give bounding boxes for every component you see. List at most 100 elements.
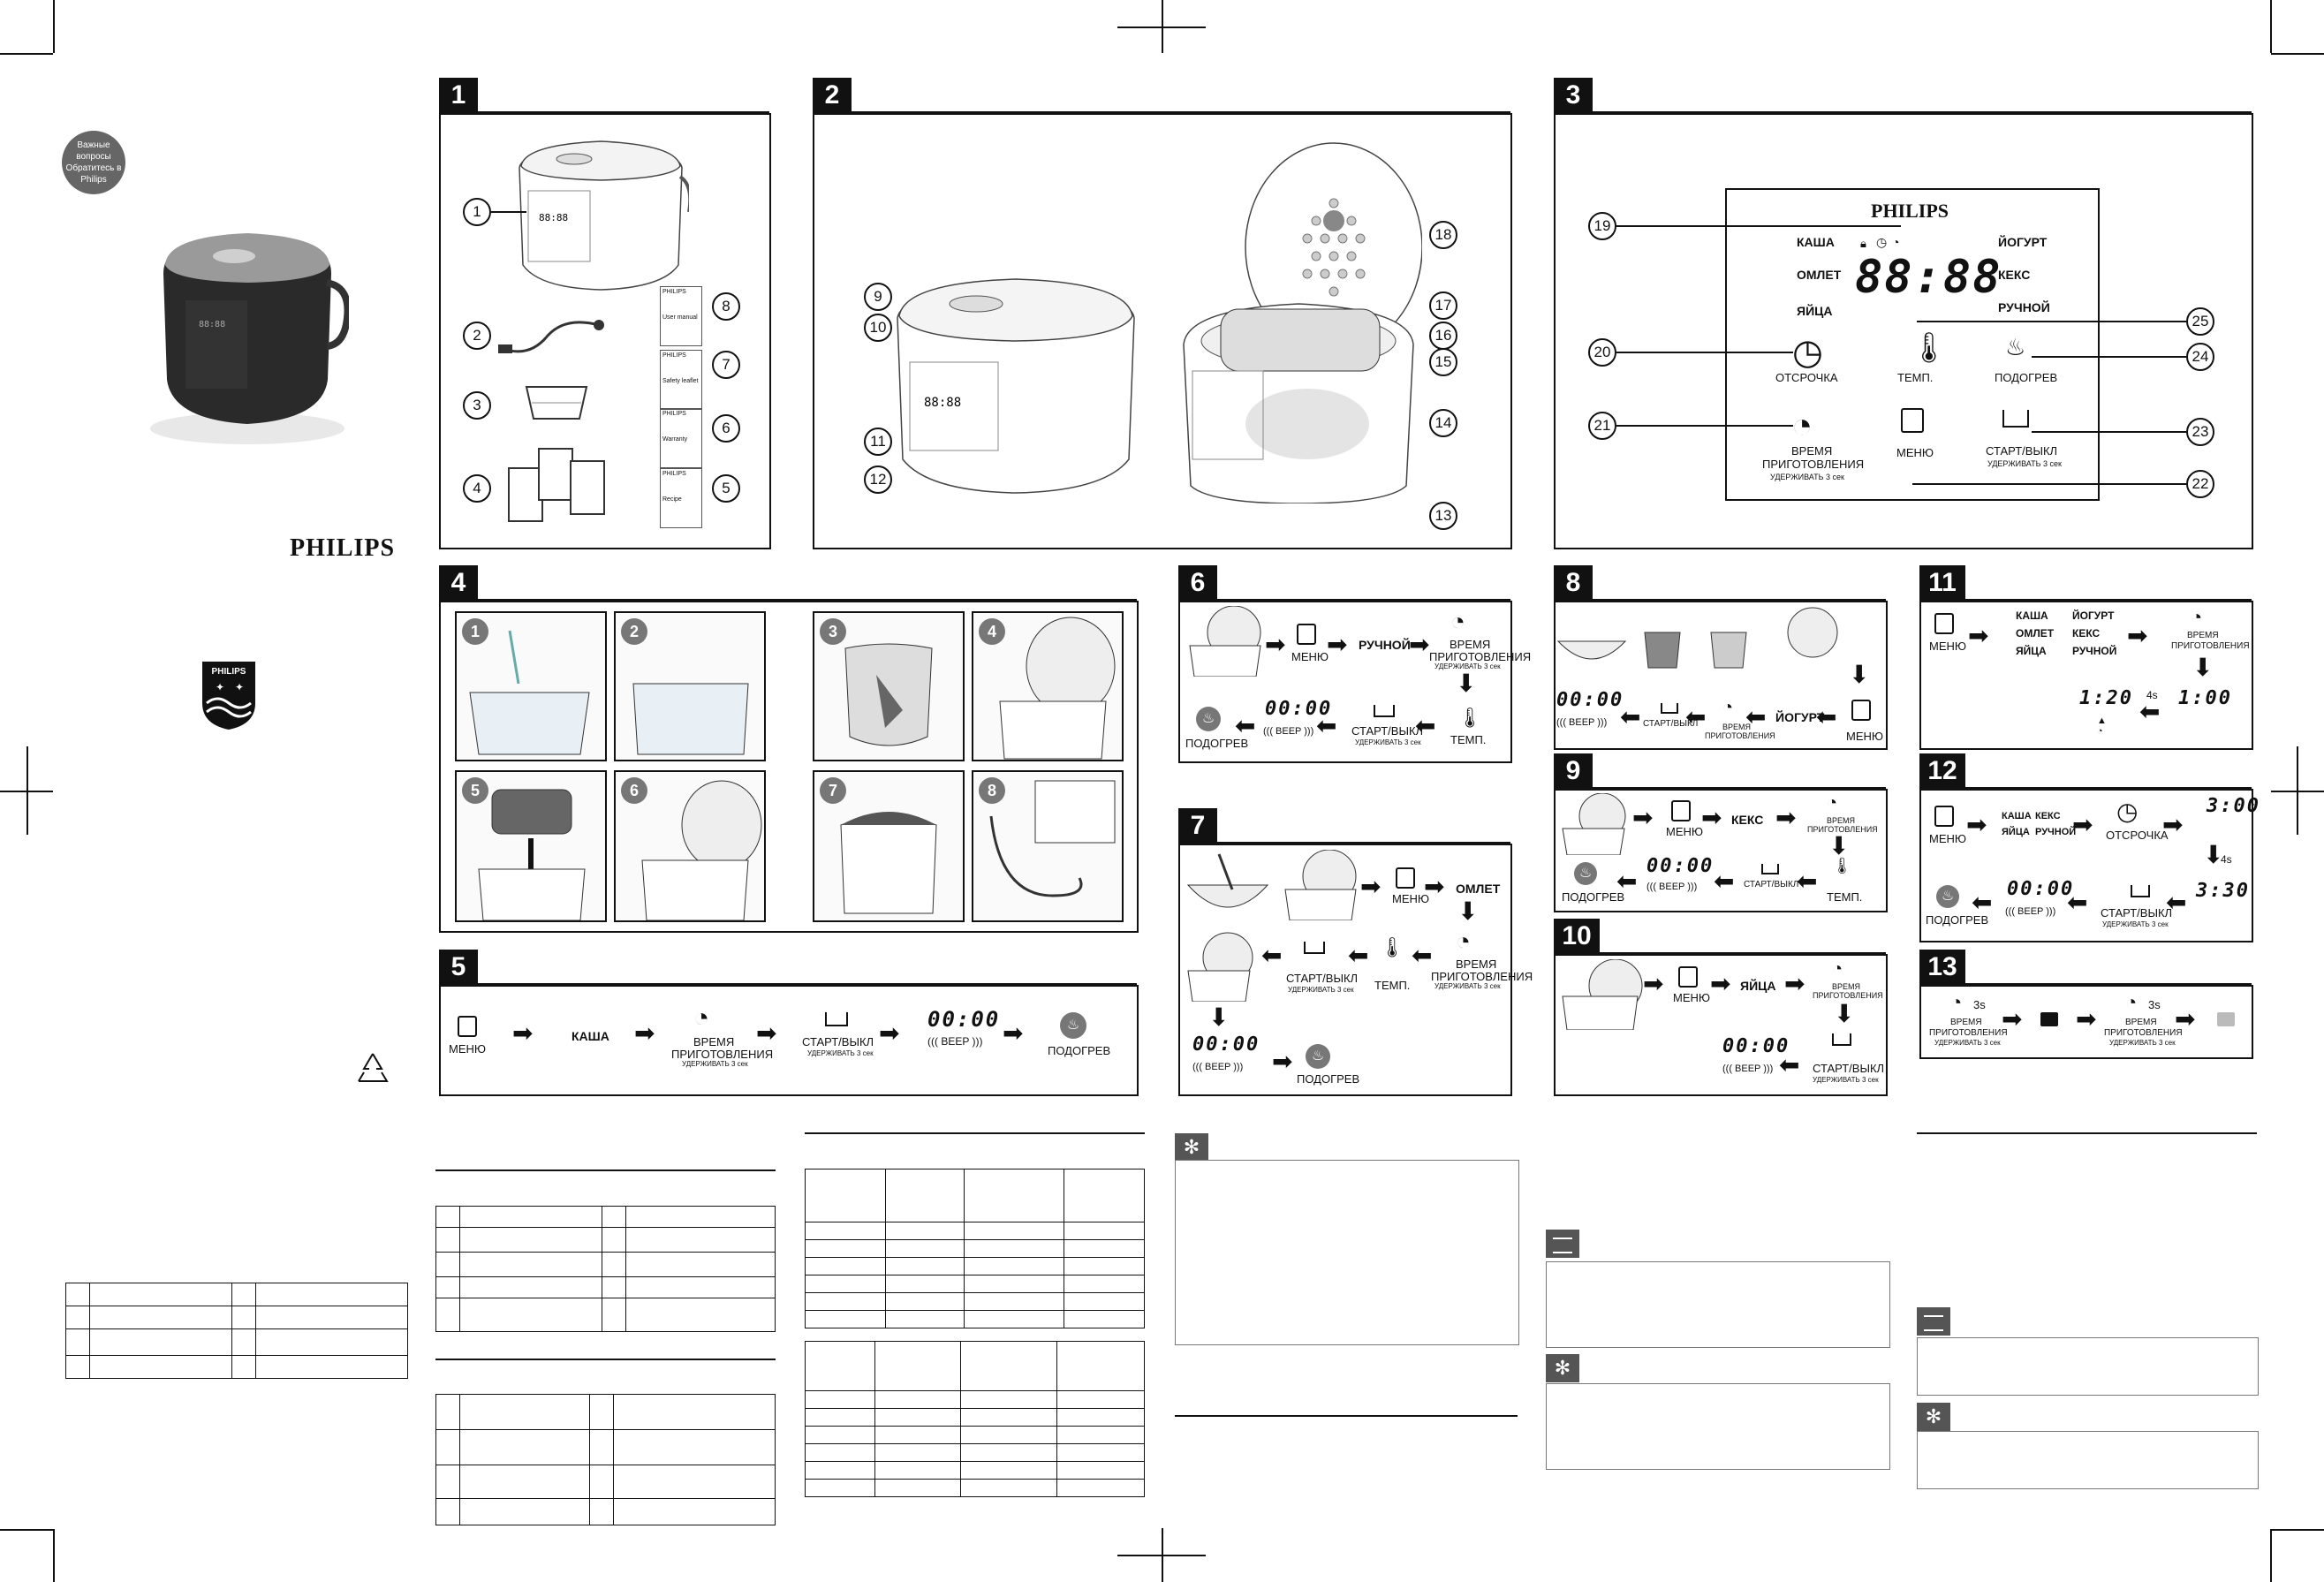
- timer-small-icon: ▲◔: [2097, 715, 2107, 737]
- callout-6: 6: [712, 414, 740, 443]
- control-panel-diagram: [1725, 188, 2100, 501]
- svg-text:88:88: 88:88: [539, 212, 568, 223]
- step-number: 2: [621, 618, 647, 645]
- cook-time-label-1[interactable]: ВРЕМЯ: [1791, 444, 1833, 458]
- callout-13: 13: [1429, 502, 1457, 530]
- note-tag: [1917, 1307, 1950, 1336]
- section-13-panel: [1919, 985, 2253, 1059]
- cook-time-label-1: ВРЕМЯ: [1827, 816, 1856, 825]
- fill-water-illustration: [641, 780, 762, 920]
- beep-text: BEEP: [1276, 726, 1302, 737]
- callout-11: 11: [864, 428, 892, 456]
- step-cell-1: 1: [455, 611, 607, 761]
- note-box: [1546, 1261, 1890, 1348]
- warm-button-label[interactable]: ПОДОГРЕВ: [1995, 371, 2058, 384]
- temp-button-label[interactable]: ТЕМП.: [1897, 371, 1934, 384]
- arrow-right-icon: ➡: [1968, 622, 1989, 649]
- cook-time-label-2: ПРИГОТОВЛЕНИЯ: [1807, 825, 1878, 834]
- cooker-open-thumb: [1284, 850, 1357, 920]
- beep-indicator: ((( BEEP ))): [2005, 906, 2056, 917]
- cook-time-label-1: ВРЕМЯ: [2187, 631, 2219, 640]
- arrow-right-icon: ➡: [1409, 631, 1430, 658]
- cook-time-label-2: ПРИГОТОВЛЕНИЯ: [2104, 1028, 2183, 1038]
- warm-icon: ♨︎: [1306, 1044, 1330, 1069]
- arrow-left-icon: ⬅: [2139, 698, 2161, 725]
- power-cord-illustration: [498, 320, 604, 353]
- step-number: 3: [820, 618, 846, 645]
- section-13-number: 13: [1919, 950, 1965, 985]
- arrow-left-icon: ⬅: [2166, 889, 2187, 916]
- section-1-number: 1: [439, 78, 478, 113]
- arrow-left-icon: ⬅: [1714, 867, 1735, 895]
- finish-time-display: 00:00: [1722, 1035, 1790, 1057]
- unlock-icon: [2217, 1012, 2235, 1026]
- beep-indicator: ((( BEEP ))): [1263, 726, 1314, 737]
- callout-20: 20: [1588, 338, 1616, 367]
- start-pot-icon: [2002, 410, 2029, 428]
- arrow-right-icon: ➡: [1272, 1048, 1293, 1075]
- beep-text: BEEP: [941, 1035, 970, 1048]
- arrow-down-icon: ⬇: [1457, 897, 1479, 925]
- leader-line: [491, 211, 526, 213]
- callout-1: 1: [463, 198, 491, 226]
- step-menu-label: МЕНЮ: [1392, 892, 1430, 905]
- section-12-panel: [1919, 789, 2253, 942]
- start-pot-icon: [2131, 885, 2150, 897]
- step-mode-label: КАША: [572, 1029, 609, 1043]
- start-hold-hint: УДЕРЖИВАТЬ 3 сек: [2102, 920, 2169, 928]
- callout-5: 5: [712, 474, 740, 503]
- hold-hint: УДЕРЖИВАТЬ 3 сек: [682, 1060, 748, 1068]
- arrow-right-icon: ➡: [1632, 804, 1654, 831]
- step-number: 7: [820, 777, 846, 804]
- timer-icon: ◔: [1892, 235, 1900, 249]
- crop-mark: [2271, 53, 2324, 55]
- callout-15: 15: [1429, 348, 1457, 376]
- cook-time-label-1: ВРЕМЯ: [1456, 958, 1497, 971]
- arrow-right-icon: ➡: [1424, 873, 1445, 900]
- crop-mark: [2270, 1529, 2272, 1582]
- cook-time-label-2[interactable]: ПРИГОТОВЛЕНИЯ: [1762, 458, 1865, 471]
- section-6-number: 6: [1178, 565, 1217, 601]
- control-panel-logo: PHILIPS: [1871, 200, 1949, 222]
- section-10-rule: [1554, 952, 1886, 954]
- start-button-label[interactable]: СТАРТ/ВЫКЛ: [1986, 444, 2058, 458]
- section-2-rule: [813, 111, 1510, 113]
- leader-line: [1912, 483, 2186, 485]
- step-mode-label: ОМЛЕТ: [1456, 882, 1501, 896]
- callout-23: 23: [2186, 418, 2214, 446]
- cook-time-icon: ◔: [1827, 793, 1838, 813]
- start-label: СТАРТ/ВЫКЛ: [1286, 972, 1359, 985]
- step-mode-label: КЕКС: [1731, 813, 1764, 827]
- section-7-rule: [1178, 842, 1510, 844]
- arrow-left-icon: ⬅: [1261, 942, 1283, 969]
- arrow-right-icon: ➡: [756, 1019, 777, 1047]
- delay-button-label[interactable]: ОТСРОЧКА: [1775, 371, 1838, 384]
- callout-21: 21: [1588, 412, 1616, 440]
- arrow-right-icon: ➡: [1784, 970, 1805, 997]
- whisk-bowl-thumb: [1186, 853, 1269, 908]
- finish-time-display: 00:00: [927, 1007, 1001, 1032]
- crop-mark: [53, 1529, 55, 1582]
- crop-mark: [1117, 1555, 1206, 1556]
- booklet-brand: PHILIPS: [662, 289, 686, 295]
- cook-time-label-2: ПРИГОТОВЛЕНИЯ: [1705, 731, 1775, 740]
- mode-l-1: КАША: [2002, 811, 2032, 821]
- step-menu-label: МЕНЮ: [1291, 650, 1329, 663]
- mode-l-2: ЯЙЦА: [2002, 827, 2030, 837]
- rule: [435, 1169, 776, 1171]
- spec-table-1: [435, 1206, 776, 1332]
- booklet-title: Safety leaflet: [662, 378, 699, 384]
- start-pot-icon: [1304, 942, 1325, 954]
- callout-8: 8: [712, 292, 740, 321]
- mode-l-2: ОМЛЕТ: [2016, 627, 2055, 640]
- menu-list-icon: [1297, 624, 1316, 645]
- section-9-number: 9: [1554, 753, 1593, 789]
- start-hold-hint: УДЕРЖИВАТЬ 3 сек: [1288, 986, 1354, 994]
- arrow-left-icon: ⬅: [1745, 703, 1767, 730]
- cover-table: [65, 1283, 408, 1379]
- menu-option-cake: КЕКС: [1998, 268, 2031, 282]
- menu-button-label[interactable]: МЕНЮ: [1896, 446, 1934, 459]
- cook-time-label-2: ПРИГОТОВЛЕНИЯ: [1813, 991, 1883, 1000]
- temp-label: ТЕМП.: [1450, 733, 1487, 746]
- section-10-number: 10: [1554, 919, 1600, 954]
